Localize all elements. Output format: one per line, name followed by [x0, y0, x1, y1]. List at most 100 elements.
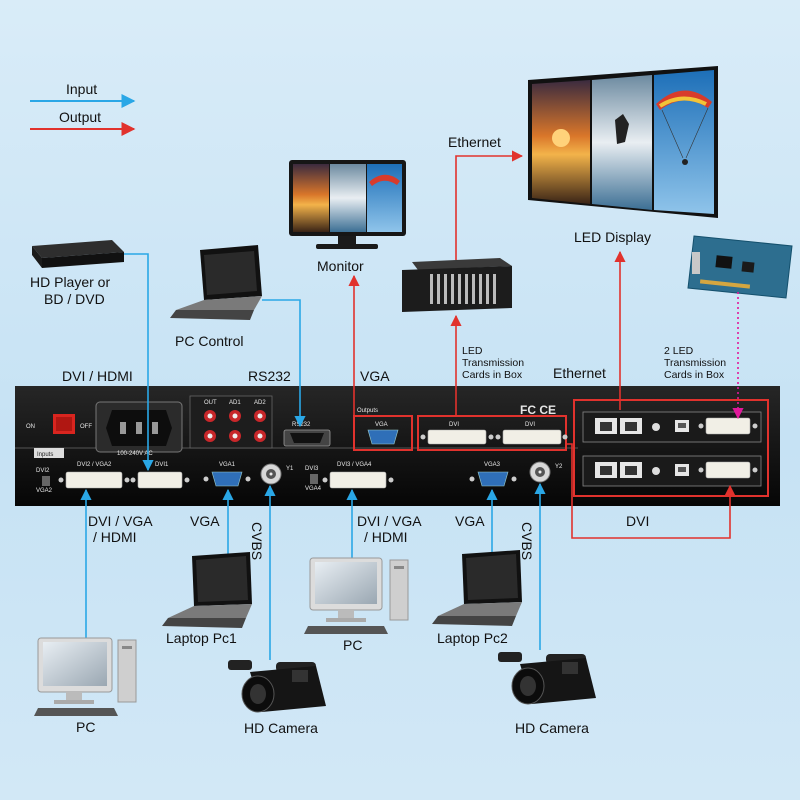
hd-player-to-dvi1-line: [124, 253, 154, 472]
monitor-stand: [316, 244, 378, 249]
pc-left-label: PC: [76, 719, 95, 735]
led-card-2-usb-port[interactable]: [675, 464, 689, 476]
y2-label: Y2: [555, 464, 563, 470]
hd-player-label-line1: HD Player or: [30, 274, 110, 290]
rs232-label: RS232: [248, 368, 291, 384]
vga2-switch-label: VGA2: [36, 488, 53, 494]
led-tx-label-line1: LED: [462, 345, 483, 357]
laptop-pc1-label: Laptop Pc1: [166, 630, 237, 646]
rs232-port-label: RS232: [292, 422, 311, 428]
dvi-output-port-2[interactable]: DVI: [495, 422, 568, 445]
vga3-label: VGA3: [484, 462, 501, 468]
dvi-output-1-label: DVI: [449, 422, 459, 428]
hd-camera-left-label: HD Camera: [244, 720, 318, 736]
vga3-input-port[interactable]: VGA3: [469, 462, 517, 487]
ethernet-box-body: [402, 266, 512, 312]
cvbs-right-label: CVBS: [519, 522, 535, 560]
led-card-1-usb-port[interactable]: [675, 420, 689, 432]
y2-bnc-port[interactable]: Y2: [529, 461, 563, 483]
dvi3-vga4-label: DVI3 / VGA4: [337, 462, 372, 468]
dvi2-vga2-input-port[interactable]: DVI2 / VGA2: [58, 462, 130, 489]
vga1-label: VGA1: [219, 462, 236, 468]
pc-control-to-rs232-line: [262, 299, 306, 428]
led-tx-label-line2: Transmission: [462, 357, 524, 369]
video-processor: ON OFF 100-240V AC OUT AD1 AD2: [15, 386, 780, 506]
led-card-1-ethernet-ports[interactable]: [595, 418, 660, 434]
pc-left: [34, 637, 137, 716]
pc-left-keyboard: [34, 708, 118, 716]
two-led-tx-label-line1: 2 LED: [664, 345, 694, 357]
two-led-tx-label-line2: Transmission: [664, 357, 726, 369]
ethernet-box: [402, 258, 512, 312]
fc-ce-mark: FC CE: [520, 403, 556, 417]
vga-mid-label: VGA: [455, 513, 485, 529]
led-display: [528, 66, 718, 218]
dvi-bottom-label: DVI: [626, 513, 649, 529]
power-off-label: OFF: [80, 424, 92, 430]
dvi2-vga2-label: DVI2 / VGA2: [77, 462, 112, 468]
led-display-label: LED Display: [574, 229, 651, 245]
led-cards-highlight: [573, 399, 769, 497]
pc-control-label: PC Control: [175, 333, 243, 349]
monitor: [289, 160, 406, 249]
y1-bnc-port[interactable]: Y1: [260, 463, 294, 485]
laptop-keyboard: [176, 296, 262, 310]
vga-output-port[interactable]: VGA: [367, 422, 399, 445]
dvi1-input-port[interactable]: DVI1: [130, 462, 190, 489]
vga-output-label: VGA: [375, 422, 388, 428]
dvi-vga-hdmi-left-line1: DVI / VGA: [88, 513, 153, 529]
led-card-2-ethernet-ports[interactable]: [595, 462, 660, 478]
sun-image: [552, 129, 570, 147]
power-switch[interactable]: ON OFF: [26, 414, 92, 434]
dvi-vga-hdmi-mid-line2: / HDMI: [364, 529, 408, 545]
dvi3-vga4-input-port[interactable]: DVI3 / VGA4: [322, 462, 394, 489]
dvi-output-2-label: DVI: [525, 422, 535, 428]
hd-player-label-line2: BD / DVD: [44, 291, 105, 307]
dvi-vga-hdmi-mid-line1: DVI / VGA: [357, 513, 422, 529]
legend: Input Output: [30, 81, 136, 136]
led-panel-parasail: [654, 70, 714, 214]
ethernet-mid-label: Ethernet: [553, 365, 606, 381]
pc-middle: [304, 557, 409, 634]
inputs-label: Inputs: [37, 452, 53, 458]
vga4-switch-label: VGA4: [305, 486, 322, 492]
power-on-label: ON: [26, 424, 35, 430]
ethernet-top-label: Ethernet: [448, 134, 501, 150]
ac-voltage-label: 100-240V AC: [117, 451, 153, 457]
led-card-1-dvi-port[interactable]: [698, 417, 758, 435]
dvi-hdmi-top-label: DVI / HDMI: [62, 368, 133, 384]
dvi-vga-hdmi-left-line2: / HDMI: [93, 529, 137, 545]
vga1-input-port[interactable]: VGA1: [203, 462, 251, 487]
pc-middle-tower: [389, 559, 409, 621]
led-card-2-dvi-port[interactable]: [698, 461, 758, 479]
audio-ports[interactable]: OUT AD1 AD2: [189, 395, 273, 449]
audio-ad1-label: AD1: [229, 400, 241, 406]
dvi-outputs-highlight: [417, 415, 567, 451]
laptop-pc2: [432, 550, 522, 626]
transmission-card-board: [688, 236, 792, 298]
pc-left-tower: [117, 639, 137, 703]
vga-top-label: VGA: [360, 368, 390, 384]
surfer-figure: [615, 114, 629, 144]
hd-camera-left: [228, 660, 326, 713]
dvi-out-to-led-cards-line: [566, 443, 736, 539]
ethernet-box-card-slots: [430, 274, 496, 304]
dvi2-vga2-selector[interactable]: [42, 476, 50, 486]
ac-inlet[interactable]: 100-240V AC: [95, 401, 183, 457]
vga-left-label: VGA: [190, 513, 220, 529]
dvi3-vga4-selector[interactable]: [310, 474, 318, 484]
dvi3-switch-label: DVI3: [305, 466, 319, 472]
pc-middle-keyboard: [304, 626, 388, 634]
dvi-output-port-1[interactable]: DVI: [420, 422, 494, 445]
hd-camera-right-label: HD Camera: [515, 720, 589, 736]
laptop-pc2-label: Laptop Pc2: [437, 630, 508, 646]
ethernet-box-to-led-display-line: [455, 150, 524, 260]
outputs-label: Outputs: [357, 408, 378, 414]
input-connections: [80, 253, 546, 660]
dvi2-switch-label: DVI2: [36, 468, 50, 474]
transmission-card: [687, 235, 793, 299]
y1-label: Y1: [286, 466, 294, 472]
audio-out-label: OUT: [204, 400, 217, 406]
led-tx-label-line3: Cards in Box: [462, 369, 523, 381]
legend-output-label: Output: [59, 109, 101, 125]
